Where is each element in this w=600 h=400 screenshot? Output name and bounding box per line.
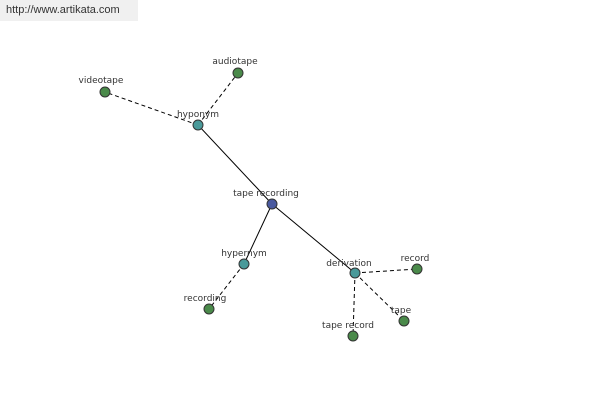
edge-hyponym-videotape: [104, 91, 199, 126]
label-recording[interactable]: recording: [184, 294, 227, 304]
node-center[interactable]: [266, 198, 278, 210]
node-hyponym[interactable]: [192, 119, 204, 131]
node-audiotape[interactable]: [232, 67, 244, 79]
edge-hypernym-recording: [208, 263, 245, 310]
label-center[interactable]: tape recording: [233, 189, 299, 199]
edge-center-derivation: [271, 203, 356, 274]
edge-center-hypernym: [243, 203, 273, 265]
site-url[interactable]: http://www.artikata.com: [0, 0, 138, 21]
edge-derivation-tape: [354, 272, 405, 322]
node-videotape[interactable]: [99, 86, 111, 98]
node-hypernym[interactable]: [238, 258, 250, 270]
edge-hyponym-audiotape: [197, 72, 239, 126]
edge-derivation-tape-record: [352, 272, 356, 337]
node-derivation[interactable]: [349, 267, 361, 279]
label-audiotape[interactable]: audiotape: [212, 57, 258, 67]
label-videotape[interactable]: videotape: [79, 76, 124, 86]
label-hyponym[interactable]: hyponym: [177, 110, 219, 120]
edge-derivation-record: [354, 268, 418, 274]
label-derivation[interactable]: derivation: [326, 259, 372, 269]
edge-center-hyponym: [197, 124, 273, 205]
label-record[interactable]: record: [401, 254, 430, 264]
node-record[interactable]: [411, 263, 423, 275]
node-tape[interactable]: [398, 315, 410, 327]
node-recording[interactable]: [203, 303, 215, 315]
node-tape-record[interactable]: [347, 330, 359, 342]
label-hypernym[interactable]: hypernym: [221, 249, 267, 259]
label-tape[interactable]: tape: [391, 306, 412, 316]
label-tape-record[interactable]: tape record: [322, 321, 374, 331]
